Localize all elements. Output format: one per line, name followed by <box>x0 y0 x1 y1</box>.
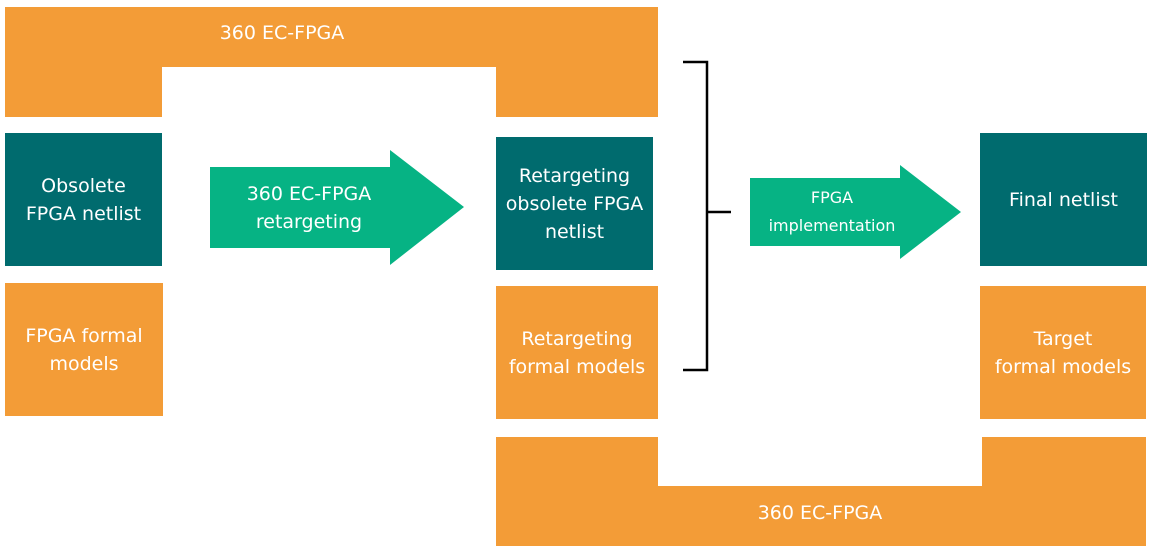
final-netlist-label: Final netlist <box>1009 188 1118 211</box>
implementation-arrow <box>750 165 961 259</box>
target-formal-models-label: Target formal models <box>994 327 1132 378</box>
retargeting-arrow-label: 360 EC-FPGA retargeting <box>246 182 372 233</box>
merge-bracket <box>683 60 731 372</box>
retargeting-arrow <box>210 150 464 265</box>
fpga-formal-models-box: FPGA formal models <box>5 283 163 416</box>
top-band-label: 360 EC-FPGA <box>219 22 345 44</box>
obsolete-netlist-label: Obsolete FPGA netlist <box>25 174 142 225</box>
obsolete-netlist-box: Obsolete FPGA netlist <box>5 133 162 266</box>
top-band-shape <box>5 7 658 117</box>
retargeting-formal-models-label: Retargeting formal models <box>508 327 646 378</box>
bottom-band-shape <box>496 437 1146 546</box>
bottom-band-label: 360 EC-FPGA <box>757 502 883 524</box>
target-formal-models-box: Target formal models <box>980 286 1146 419</box>
final-netlist-box: Final netlist <box>980 133 1147 266</box>
retargeting-netlist-label: Retargeting obsolete FPGA netlist <box>505 164 644 243</box>
fpga-formal-models-label: FPGA formal models <box>25 324 143 375</box>
implementation-arrow-label: FPGA implementation <box>768 188 896 235</box>
retargeting-formal-models-box: Retargeting formal models <box>496 286 658 419</box>
retargeting-netlist-box: Retargeting obsolete FPGA netlist <box>496 137 653 270</box>
